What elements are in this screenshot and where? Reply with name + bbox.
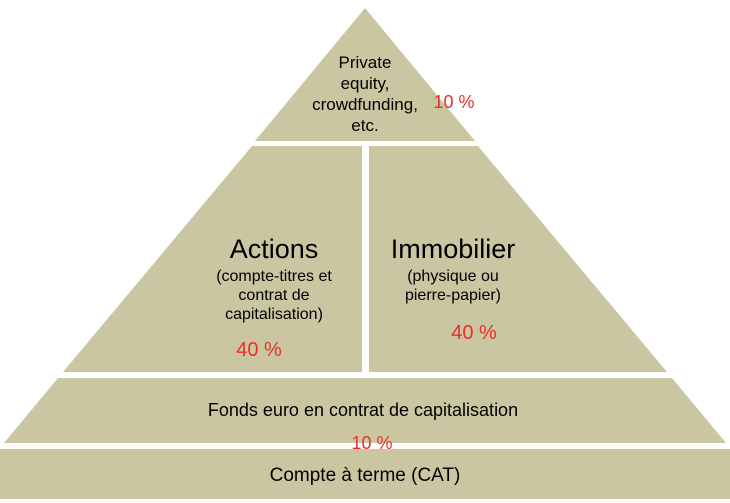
actions-detail-line-3: capitalisation): [225, 306, 323, 323]
immobilier-percent: 40 %: [451, 322, 497, 344]
fonds-euro-percent: 10 %: [351, 433, 392, 453]
fonds-euro-segment: [4, 378, 726, 443]
apex-segment: [255, 8, 475, 141]
actions-title: Actions: [230, 234, 319, 264]
immobilier-detail-line-2: pierre-papier): [405, 287, 501, 304]
cat-segment: [0, 449, 730, 499]
immobilier-title: Immobilier: [391, 234, 516, 264]
apex-label-line-3: crowdfunding,: [312, 95, 418, 114]
apex-label-line-2: equity,: [341, 74, 390, 93]
apex-percent: 10 %: [433, 92, 474, 112]
cat-label: Compte à terme (CAT): [270, 465, 461, 486]
apex-label-line-1: Private: [339, 53, 392, 72]
actions-detail-line-2: contrat de: [238, 287, 309, 304]
actions-detail-line-1: (compte-titres et: [216, 268, 332, 285]
fonds-euro-label: Fonds euro en contrat de capitalisation: [208, 400, 518, 420]
immobilier-detail-line-1: (physique ou: [407, 268, 499, 285]
actions-percent: 40 %: [236, 339, 282, 361]
immobilier-segment: [369, 146, 667, 372]
actions-segment: [63, 146, 362, 372]
apex-label-line-4: etc.: [351, 116, 378, 135]
